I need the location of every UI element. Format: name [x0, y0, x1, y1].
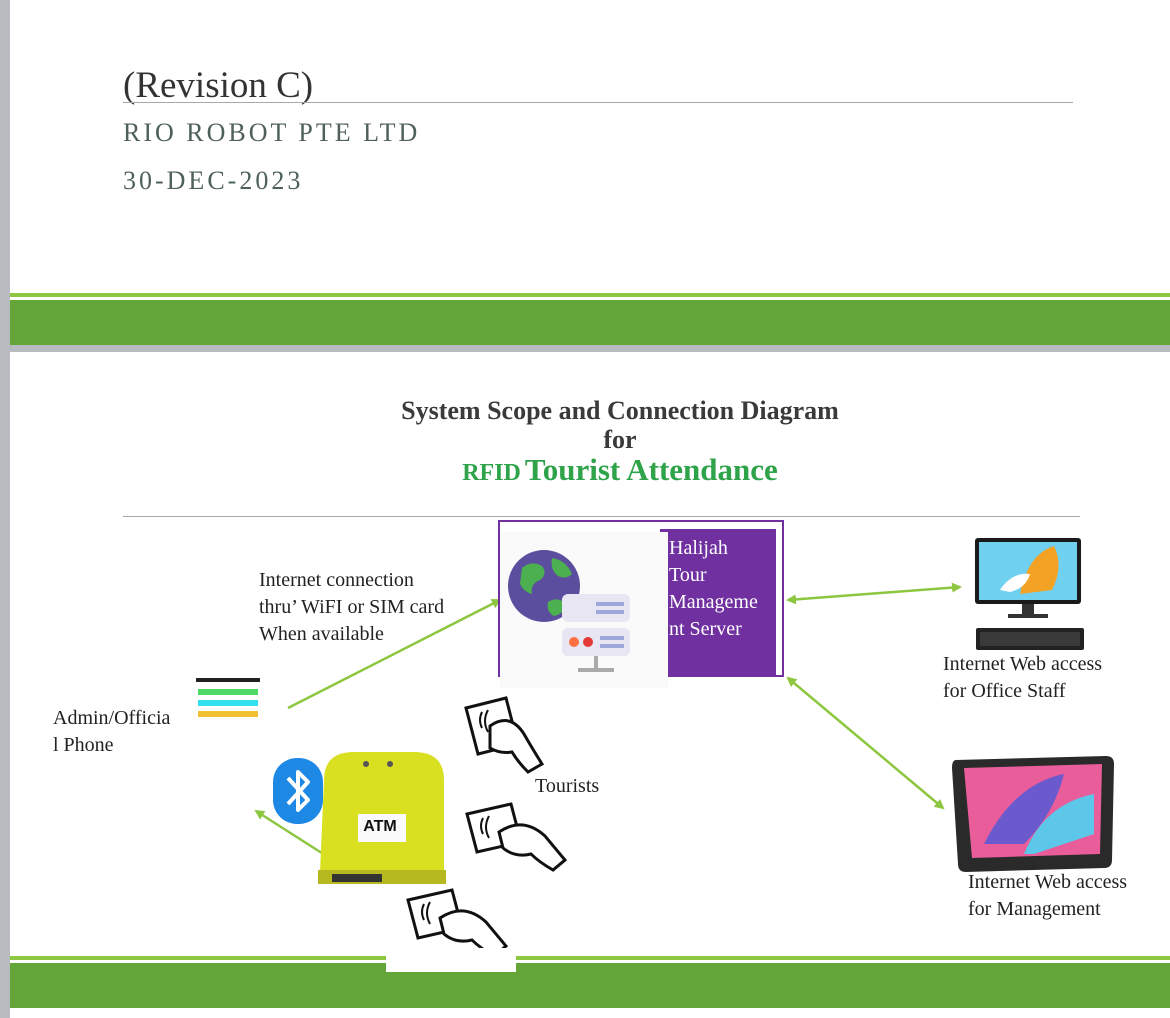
management-label: Internet Web access for Management [968, 869, 1127, 923]
arrow-server-management [788, 678, 943, 808]
device-label: ATM [360, 818, 400, 836]
footer-band-light [10, 293, 1170, 297]
footer-band [10, 963, 1170, 1008]
phone-app-icon [196, 678, 260, 724]
server-label: Halijah Tour Manageme nt Server [669, 535, 758, 643]
cover-page: (Revision C) RIO ROBOT PTE LTD 30-DEC-20… [10, 0, 1170, 345]
company-name: RIO ROBOT PTE LTD [123, 118, 420, 148]
rfid-card-icon [463, 794, 567, 870]
footer-band [10, 300, 1170, 345]
rfid-card-icon [460, 690, 544, 774]
bluetooth-icon [273, 758, 323, 824]
globe-server-icon [500, 532, 668, 688]
document-date: 30-DEC-2023 [123, 166, 303, 196]
footer-band-light [10, 956, 1170, 960]
internet-connection-note: Internet connection thru’ WiFI or SIM ca… [259, 567, 444, 648]
diagram-page: System Scope and Connection Diagram for … [10, 352, 1170, 1018]
rfid-reader-device [318, 750, 446, 884]
image-overlap-mask [386, 948, 516, 972]
arrow-server-office [788, 587, 960, 600]
revision-label: (Revision C) [123, 66, 313, 106]
tablet-icon [944, 744, 1120, 872]
rfid-card-icon [404, 880, 508, 956]
office-staff-label: Internet Web access for Office Staff [943, 651, 1102, 705]
admin-phone-label: Admin/Officia l Phone [53, 705, 170, 759]
header-divider [123, 102, 1073, 103]
desktop-monitor-icon [960, 524, 1088, 652]
tourists-label: Tourists [535, 773, 599, 800]
